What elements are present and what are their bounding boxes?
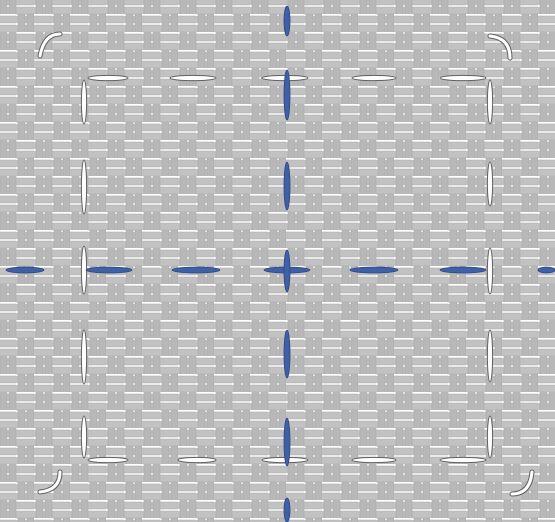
white-stitch-bottom-4 [352,457,396,462]
white-stitch-top-5 [440,75,486,80]
blue-stitch-v-4 [284,250,290,292]
white-stitch-left-1 [81,80,86,124]
blue-stitch-h-2 [86,267,132,273]
white-stitch-right-5 [487,416,492,458]
white-stitch-right-4 [487,330,492,382]
blue-stitch-v-7 [284,498,290,522]
white-stitch-right-3 [487,248,492,294]
white-stitch-top-2 [170,75,216,80]
blue-stitch-v-1 [284,6,290,36]
blue-stitch-v-2 [284,70,290,120]
white-stitch-bottom-5 [440,457,486,462]
blue-stitch-h-6 [440,267,486,273]
white-stitch-bottom-2 [178,457,216,462]
white-stitch-bottom-1 [88,457,128,462]
blue-stitch-v-3 [284,162,290,210]
white-stitch-top-1 [88,75,128,80]
white-stitch-left-4 [81,330,86,384]
blue-stitch-v-5 [284,330,290,378]
blue-stitch-h-1 [6,267,44,273]
white-stitch-top-4 [352,75,396,80]
blue-stitch-v-6 [284,418,290,466]
blue-stitch-h-7 [538,267,555,273]
blue-stitch-h-5 [350,267,398,273]
white-stitch-left-2 [81,160,86,214]
blue-stitch-h-3 [172,267,220,273]
white-stitch-right-2 [487,162,492,206]
white-stitch-right-1 [487,80,492,124]
white-stitch-left-5 [81,416,86,458]
